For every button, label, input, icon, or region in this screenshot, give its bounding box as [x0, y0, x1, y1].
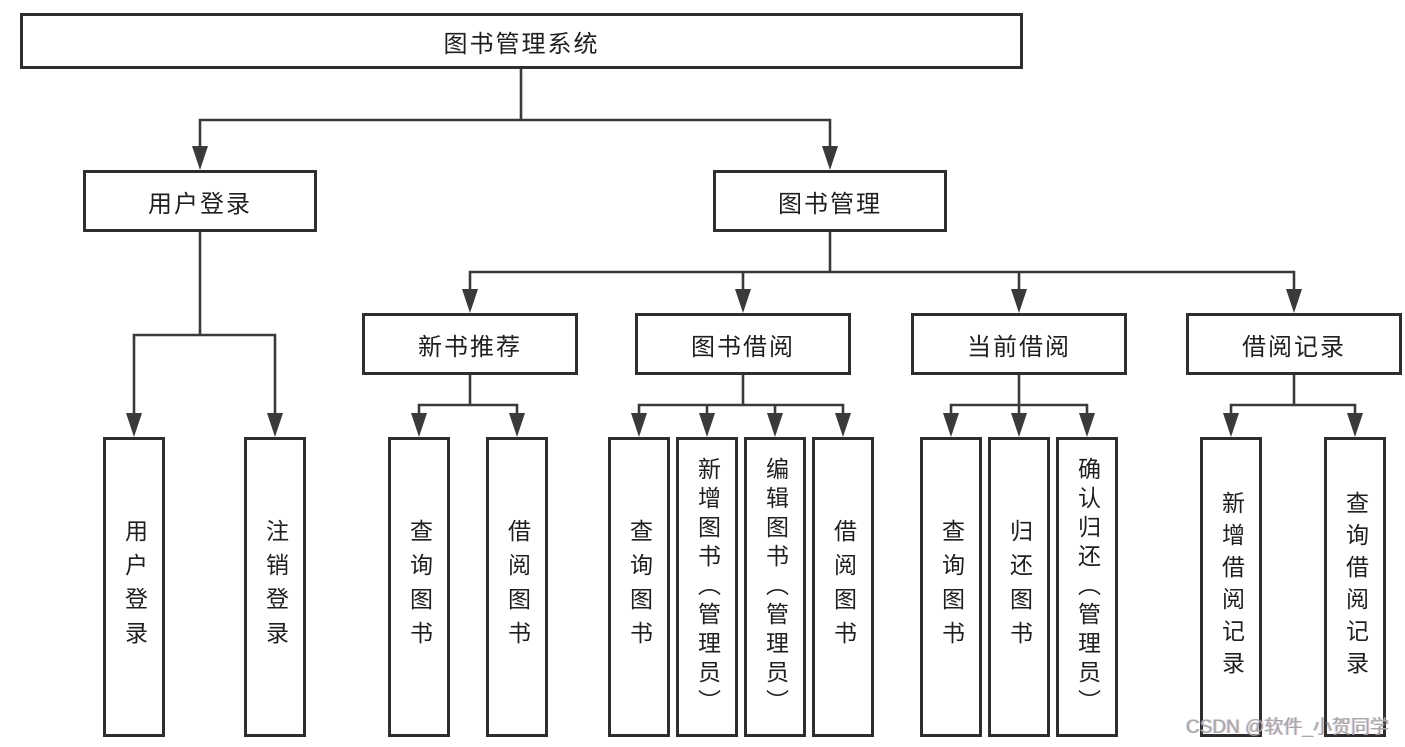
node-label: 新增借阅记录 — [1218, 491, 1245, 683]
leaf-borrow-books: 借阅图书 — [486, 437, 548, 737]
node-label: 查询图书 — [406, 519, 433, 655]
node-root-system: 图书管理系统 — [20, 13, 1023, 69]
node-user-login: 用户登录 — [83, 170, 317, 232]
node-borrowing-records: 借阅记录 — [1186, 313, 1402, 375]
node-book-borrowing: 图书借阅 — [635, 313, 851, 375]
leaf-edit-books-admin: 编辑图书（管理员） — [744, 437, 806, 737]
node-label: 确认归还（管理员） — [1074, 456, 1101, 718]
leaf-borrow-books: 借阅图书 — [812, 437, 874, 737]
leaf-logout: 注销登录 — [244, 437, 306, 737]
node-label: 注销登录 — [262, 519, 289, 655]
leaf-add-borrow-record: 新增借阅记录 — [1200, 437, 1262, 737]
node-label: 借阅图书 — [504, 519, 531, 655]
node-label: 图书管理系统 — [443, 30, 600, 58]
leaf-return-books: 归还图书 — [988, 437, 1050, 737]
leaf-query-books: 查询图书 — [388, 437, 450, 737]
node-label: 借阅图书 — [830, 519, 857, 655]
node-label: 图书管理 — [778, 190, 882, 218]
node-new-book-recommend: 新书推荐 — [362, 313, 578, 375]
node-label: 查询图书 — [938, 519, 965, 655]
leaf-query-books: 查询图书 — [920, 437, 982, 737]
node-label: 查询图书 — [626, 519, 653, 655]
node-label: 新增图书（管理员） — [694, 456, 721, 718]
node-label: 借阅记录 — [1242, 333, 1346, 361]
node-label: 用户登录 — [148, 190, 252, 218]
watermark: CSDN @软件_小贺同学 — [1186, 717, 1389, 738]
node-book-management: 图书管理 — [713, 170, 947, 232]
leaf-user-login: 用户登录 — [103, 437, 165, 737]
leaf-add-books-admin: 新增图书（管理员） — [676, 437, 738, 737]
leaf-confirm-return-admin: 确认归还（管理员） — [1056, 437, 1118, 737]
node-label: 新书推荐 — [418, 333, 522, 361]
node-label: 用户登录 — [121, 519, 148, 655]
node-current-borrowing: 当前借阅 — [911, 313, 1127, 375]
leaf-query-borrow-record: 查询借阅记录 — [1324, 437, 1386, 737]
node-label: 图书借阅 — [691, 333, 795, 361]
node-label: 编辑图书（管理员） — [762, 456, 789, 718]
node-label: 当前借阅 — [967, 333, 1071, 361]
node-label: 归还图书 — [1006, 519, 1033, 655]
node-label: 查询借阅记录 — [1342, 491, 1369, 683]
leaf-query-books: 查询图书 — [608, 437, 670, 737]
